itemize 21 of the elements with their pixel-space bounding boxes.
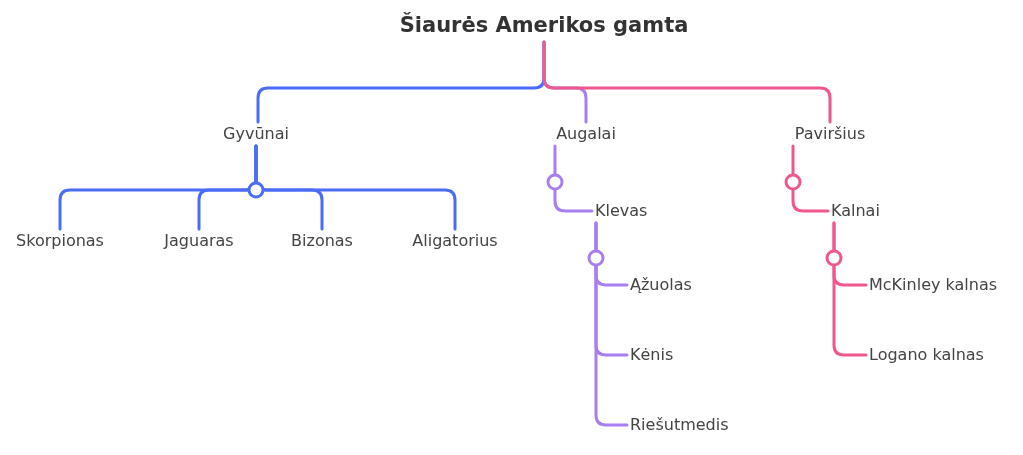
map-title: Šiaurės Amerikos gamta <box>395 10 693 42</box>
branch-connector <box>254 144 457 231</box>
branch-connector <box>791 144 830 213</box>
topic-label: Bizonas <box>288 229 356 253</box>
topic-label: Riešutmedis <box>627 413 732 437</box>
topic-label: Kėnis <box>627 343 677 367</box>
topic-label: Aligatorius <box>409 229 501 253</box>
topic-label: Kalnai <box>828 199 883 223</box>
branch-connector <box>542 40 832 124</box>
topic-label: McKinley kalnas <box>866 273 1001 297</box>
topic-label: Logano kalnas <box>866 343 987 367</box>
topic-label: Skorpionas <box>13 229 107 253</box>
topic-label: Jaguaras <box>161 229 237 253</box>
topic-label: Paviršius <box>791 122 869 146</box>
topic-label: Gyvūnai <box>220 122 292 146</box>
branch-connector <box>553 144 594 213</box>
branch-connector <box>594 221 629 427</box>
branch-connector <box>832 221 868 357</box>
topic-label: Augalai <box>553 122 619 146</box>
topic-label: Ąžuolas <box>627 273 695 297</box>
topic-label: Klevas <box>592 199 651 223</box>
